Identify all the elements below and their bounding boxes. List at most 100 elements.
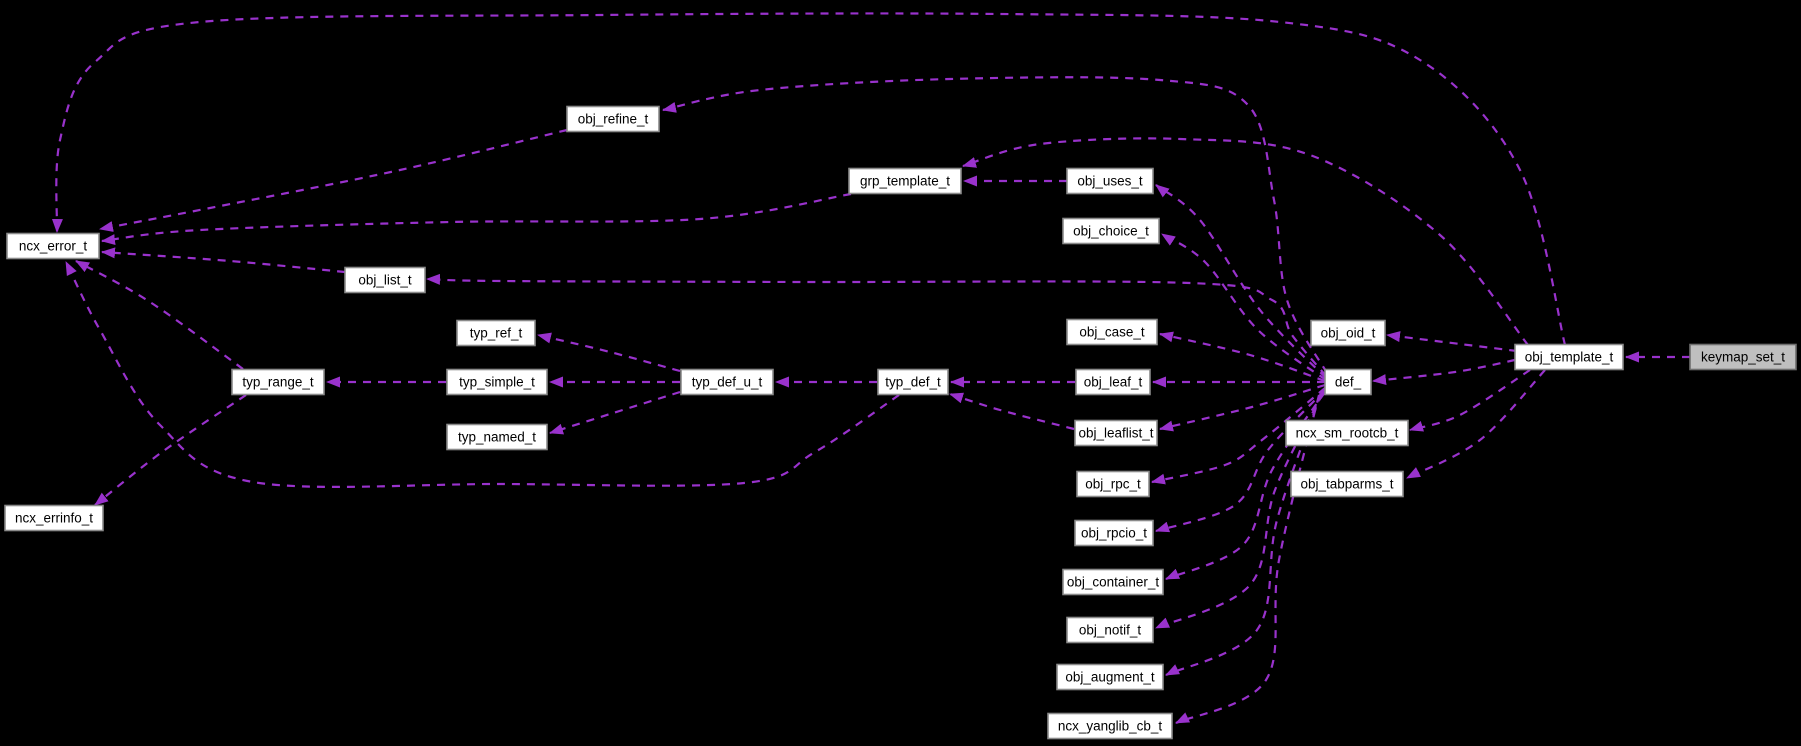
node-box[interactable] — [1074, 419, 1158, 447]
node-label: obj_leaf_t — [1084, 375, 1143, 390]
edge-obj_template_t-to-ncx_sm_rootcb_t — [1409, 369, 1531, 432]
node-obj_tabparms_t[interactable]: obj_tabparms_t — [1290, 470, 1404, 498]
node-box[interactable] — [1290, 470, 1404, 498]
edge-typ_def_u_t-to-typ_named_t — [549, 390, 681, 435]
node-box[interactable] — [1062, 217, 1160, 245]
node-label: obj_choice_t — [1073, 224, 1149, 239]
node-label: ncx_sm_rootcb_t — [1296, 426, 1399, 441]
node-obj_choice_t[interactable]: obj_choice_t — [1062, 217, 1160, 245]
node-box[interactable] — [231, 368, 325, 396]
edge-def_-to-obj_rpc_t — [1151, 387, 1326, 485]
node-box[interactable] — [344, 266, 426, 294]
node-box[interactable] — [446, 368, 548, 396]
node-label: obj_list_t — [358, 273, 412, 288]
node-obj_uses_t[interactable]: obj_uses_t — [1066, 167, 1154, 195]
edge-obj_template_t-to-grp_template_t — [962, 137, 1529, 346]
node-box[interactable] — [1075, 368, 1151, 396]
node-label: obj_leaflist_t — [1078, 426, 1153, 441]
node-box[interactable] — [1285, 419, 1409, 447]
edge-def_-to-obj_choice_t — [1161, 233, 1327, 381]
node-grp_template_t[interactable]: grp_template_t — [848, 167, 962, 195]
edge-typ_def_u_t-to-typ_ref_t — [537, 332, 681, 373]
node-label: obj_notif_t — [1079, 623, 1142, 638]
node-label: obj_oid_t — [1321, 326, 1376, 341]
node-box[interactable] — [6, 232, 100, 260]
node-obj_leaf_t[interactable]: obj_leaf_t — [1075, 368, 1151, 396]
edge-obj_list_t-to-ncx_error_t — [101, 247, 346, 274]
node-label: obj_case_t — [1079, 325, 1145, 340]
edge-def_-to-ncx_yanglib_cb_t — [1175, 394, 1321, 725]
node-obj_leaflist_t[interactable]: obj_leaflist_t — [1074, 419, 1158, 447]
node-label: keymap_set_t — [1701, 350, 1785, 365]
edge-def_-to-obj_refine_t — [662, 76, 1328, 374]
node-box[interactable] — [4, 504, 104, 532]
node-box[interactable] — [1310, 319, 1386, 347]
node-box[interactable] — [1324, 368, 1372, 396]
node-obj_notif_t[interactable]: obj_notif_t — [1066, 616, 1154, 644]
node-obj_refine_t[interactable]: obj_refine_t — [566, 105, 660, 133]
edge-obj_leaflist_t-to-typ_def_t — [949, 392, 1075, 431]
node-label: typ_def_t — [885, 375, 941, 390]
node-box[interactable] — [1074, 519, 1154, 547]
node-box[interactable] — [848, 167, 962, 195]
node-ncx_sm_rootcb_t[interactable]: ncx_sm_rootcb_t — [1285, 419, 1409, 447]
node-box[interactable] — [1076, 470, 1150, 498]
node-box[interactable] — [1066, 616, 1154, 644]
edge-obj_template_t-to-def_ — [1372, 358, 1516, 386]
node-label: obj_uses_t — [1077, 174, 1143, 189]
node-keymap_set_t: keymap_set_t — [1689, 343, 1797, 371]
node-label: obj_rpcio_t — [1081, 526, 1147, 541]
node-typ_named_t[interactable]: typ_named_t — [446, 423, 548, 451]
edge-obj_template_t-to-obj_tabparms_t — [1406, 369, 1546, 479]
node-label: obj_tabparms_t — [1300, 477, 1393, 492]
node-box[interactable] — [1047, 712, 1173, 740]
node-box[interactable] — [1066, 318, 1158, 346]
node-obj_list_t[interactable]: obj_list_t — [344, 266, 426, 294]
node-box[interactable] — [456, 319, 536, 347]
node-box — [1689, 343, 1797, 371]
node-box[interactable] — [446, 423, 548, 451]
node-def_[interactable]: def_ — [1324, 368, 1372, 396]
node-obj_container_t[interactable]: obj_container_t — [1062, 568, 1164, 596]
node-label: def_ — [1335, 375, 1362, 390]
edge-def_-to-obj_list_t — [426, 273, 1327, 377]
node-box[interactable] — [680, 368, 774, 396]
node-typ_ref_t[interactable]: typ_ref_t — [456, 319, 536, 347]
node-label: ncx_yanglib_cb_t — [1058, 719, 1163, 734]
edge-def_-to-obj_augment_t — [1165, 393, 1323, 676]
node-ncx_yanglib_cb_t[interactable]: ncx_yanglib_cb_t — [1047, 712, 1173, 740]
node-label: typ_simple_t — [459, 375, 535, 390]
node-label: obj_augment_t — [1065, 670, 1155, 685]
edge-obj_template_t-to-ncx_error_t — [51, 12, 1567, 346]
node-typ_simple_t[interactable]: typ_simple_t — [446, 368, 548, 396]
node-box[interactable] — [1056, 663, 1164, 691]
node-label: typ_named_t — [458, 430, 536, 445]
node-typ_range_t[interactable]: typ_range_t — [231, 368, 325, 396]
node-obj_rpcio_t[interactable]: obj_rpcio_t — [1074, 519, 1154, 547]
edge-grp_template_t-to-ncx_error_t — [101, 192, 852, 246]
node-box[interactable] — [1062, 568, 1164, 596]
node-obj_augment_t[interactable]: obj_augment_t — [1056, 663, 1164, 691]
node-ncx_error_t[interactable]: ncx_error_t — [6, 232, 100, 260]
node-label: obj_rpc_t — [1085, 477, 1141, 492]
edge-obj_template_t-to-obj_oid_t — [1386, 331, 1518, 353]
node-obj_template_t[interactable]: obj_template_t — [1514, 343, 1624, 371]
node-label: typ_def_u_t — [692, 375, 763, 390]
node-box[interactable] — [877, 368, 949, 396]
node-obj_case_t[interactable]: obj_case_t — [1066, 318, 1158, 346]
node-label: obj_template_t — [1525, 350, 1614, 365]
edge-obj_refine_t-to-ncx_error_t — [99, 128, 568, 232]
node-typ_def_u_t[interactable]: typ_def_u_t — [680, 368, 774, 396]
node-obj_oid_t[interactable]: obj_oid_t — [1310, 319, 1386, 347]
node-obj_rpc_t[interactable]: obj_rpc_t — [1076, 470, 1150, 498]
node-box[interactable] — [1066, 167, 1154, 195]
node-ncx_errinfo_t[interactable]: ncx_errinfo_t — [4, 504, 104, 532]
edge-typ_range_t-to-ncx_error_t — [75, 260, 244, 370]
node-box[interactable] — [1514, 343, 1624, 371]
node-label: obj_container_t — [1067, 575, 1160, 590]
node-box[interactable] — [566, 105, 660, 133]
node-typ_def_t[interactable]: typ_def_t — [877, 368, 949, 396]
node-label: obj_refine_t — [578, 112, 649, 127]
